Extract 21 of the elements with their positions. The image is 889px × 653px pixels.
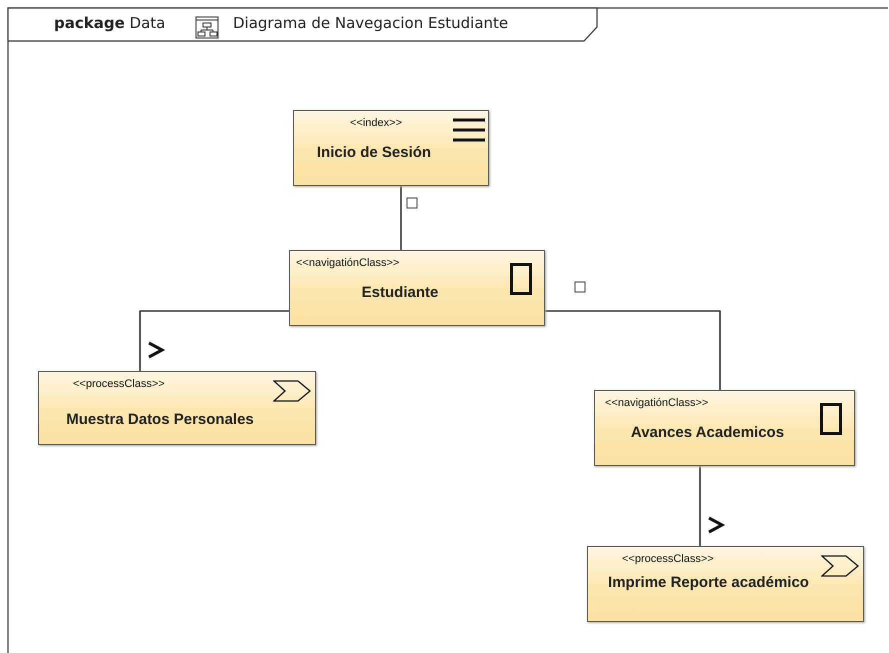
diagram-name: Diagrama de Navegacion Estudiante <box>233 14 508 32</box>
class-name: Inicio de Sesión <box>316 144 432 161</box>
class-box <box>38 371 316 445</box>
stereotype: <<navigatiónClass>> <box>296 257 400 269</box>
stereotype: <<index>> <box>350 117 402 129</box>
connector <box>699 466 724 546</box>
stereotype: <<navigatiónClass>> <box>605 397 708 409</box>
connector <box>139 310 289 371</box>
class-box <box>587 546 864 622</box>
stereotype: <<processClass>> <box>622 553 714 565</box>
class-box <box>289 250 545 326</box>
class-name: Muestra Datos Personales <box>65 411 255 428</box>
class-name: Avances Academicos <box>630 424 786 441</box>
connector <box>545 310 721 390</box>
class-box <box>594 390 855 466</box>
class-name: Imprime Reporte académico <box>607 574 810 591</box>
stereotype: <<processClass>> <box>73 378 165 390</box>
package-title: package Data <box>54 14 166 32</box>
class-box <box>293 110 489 186</box>
connector <box>400 186 402 250</box>
class-name: Estudiante <box>360 284 440 301</box>
